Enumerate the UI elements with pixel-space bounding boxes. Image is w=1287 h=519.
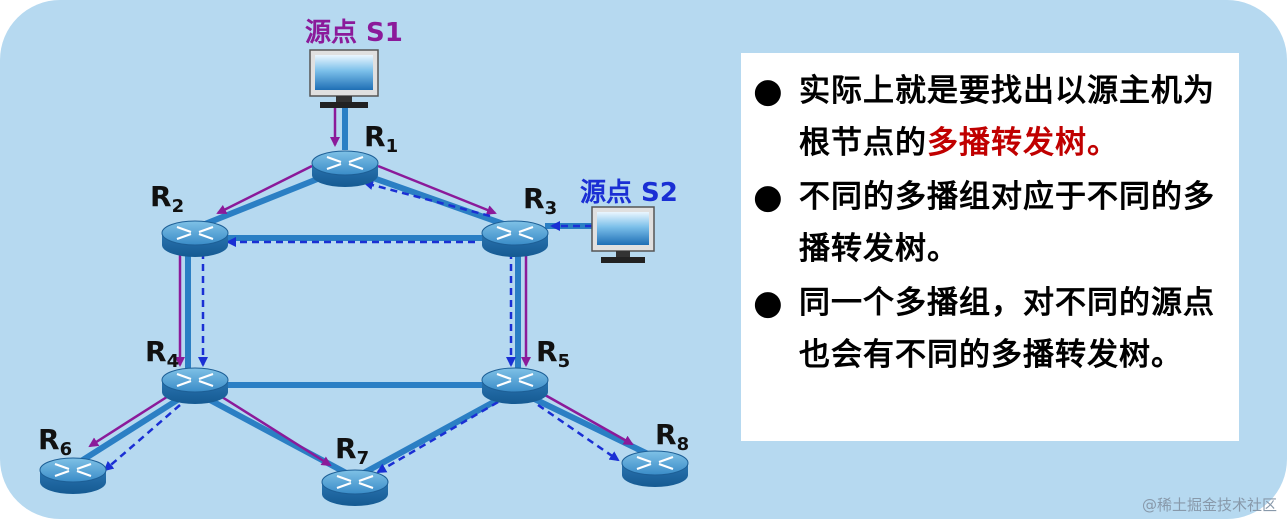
router-label-r3: R3 [523,182,558,219]
s1-tree-arrows [88,108,634,467]
router-label-r8: R8 [655,418,690,455]
bullet-item-3: 同一个多播组，对不同的源点也会有不同的多播转发树。 [799,285,1215,373]
watermark: @稀土掘金技术社区 [1141,496,1277,514]
routers [39,150,689,506]
s2-arrow-r3-r1 [363,180,491,218]
source1-label: 源点 S1 [305,18,403,48]
computer-icon-s2 [591,206,655,263]
router-label-r5: R5 [536,335,571,372]
s2-arrow-r4-r6 [103,404,181,472]
explanation-textbox: ● 实际上就是要找出以源主机为根节点的多播转发树。 ● 不同的多播组对应于不同的… [741,53,1239,441]
router-label-r4: R4 [145,335,180,372]
s1-arrow-r5-r8 [544,393,634,446]
s2-arrow-r5-r8 [537,403,620,462]
router-icon-r3 [481,220,549,257]
highlight-text: 多播转发树。 [927,125,1119,161]
s2-tree-arrows [103,180,620,474]
router-icon-r5 [481,367,549,404]
bullet-dot: ● [753,283,783,323]
bullet-item-1: 实际上就是要找出以源主机为根节点的多播转发树。 [799,73,1215,161]
router-label-r2: R2 [150,180,185,217]
bullet-item-2: 不同的多播组对应于不同的多播转发树。 [799,179,1215,267]
router-label-r1: R1 [364,120,399,157]
bullet-dot: ● [753,71,783,111]
router-icon-r7 [321,469,389,506]
bullet-dot: ● [753,177,783,217]
router-label-r6: R6 [38,423,73,460]
router-icon-r1 [311,150,379,187]
link-r5-r7 [358,389,514,478]
s1-arrow-r4-r7 [221,395,332,467]
link-r5-r8 [518,389,652,458]
router-icon-r2 [161,220,229,257]
s1-arrow-r4-r6 [88,393,171,448]
router-icon-r8 [621,450,689,487]
computer-icon-s1 [309,49,379,108]
s1-arrow-r1-r2 [216,164,313,215]
router-icon-r4 [161,367,229,404]
router-label-r7: R7 [335,432,370,469]
source2-label: 源点 S2 [580,178,678,208]
s1-arrow-r1-r3 [377,164,497,215]
router-icon-r6 [39,457,107,494]
link-r4-r6 [76,389,192,466]
